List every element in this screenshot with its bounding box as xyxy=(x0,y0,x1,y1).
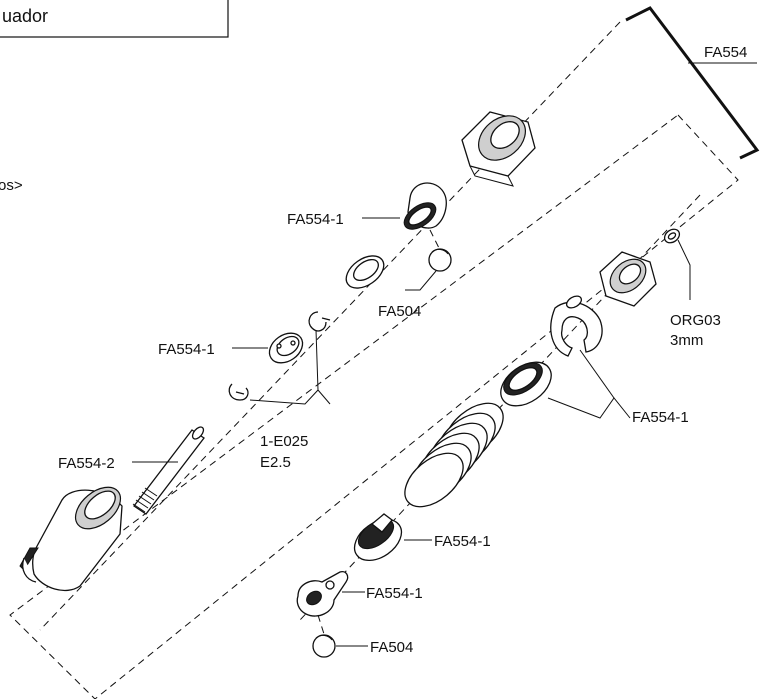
assembly-frame xyxy=(9,114,739,699)
shock-body xyxy=(19,486,123,591)
upper-cap: FA554-1 xyxy=(287,182,447,230)
leader-spring-parts xyxy=(547,397,631,419)
label-lower-retainer: FA554-1 xyxy=(434,533,491,550)
side-fragment-text: os> xyxy=(0,177,23,194)
label-rod-end: FA554-1 xyxy=(366,585,423,602)
label-upper-cap: FA554-1 xyxy=(287,211,344,228)
label-ball-upper: FA504 xyxy=(378,303,421,320)
spring-seat xyxy=(500,361,552,407)
label-shaft: FA554-2 xyxy=(58,455,115,472)
label-eclip-code: 1-E025 xyxy=(260,433,308,450)
axis-upper xyxy=(39,21,621,631)
lower-retainer: FA554-1 xyxy=(353,513,491,562)
top-bracket: FA554 xyxy=(625,6,760,160)
e-clips: 1-E025 E2.5 xyxy=(228,311,331,471)
spring xyxy=(404,402,504,508)
leader-clip xyxy=(579,349,615,399)
shaft: FA554-2 xyxy=(58,426,205,515)
lower-ball: FA504 xyxy=(312,614,413,658)
label-ball-lower: FA504 xyxy=(370,639,413,656)
upper-nut xyxy=(461,111,536,187)
c-clip xyxy=(550,295,603,357)
label-oring-code: ORG03 xyxy=(670,312,721,329)
rod-end: FA554-1 xyxy=(296,570,423,617)
label-oring-size: 3mm xyxy=(670,332,703,349)
header-box: uador xyxy=(0,0,229,38)
lower-nut xyxy=(599,251,657,307)
label-eclip-size: E2.5 xyxy=(260,454,291,471)
label-piston: FA554-1 xyxy=(158,341,215,358)
label-spring-parts: FA554-1 xyxy=(632,409,689,426)
header-box-text: uador xyxy=(2,6,48,26)
seal-ring xyxy=(345,255,385,289)
o-ring: ORG03 3mm xyxy=(663,228,721,349)
piston: FA554-1 xyxy=(158,332,304,364)
label-bracket-top: FA554 xyxy=(704,44,747,61)
leader-eclips xyxy=(249,329,319,405)
upper-ball: FA504 xyxy=(378,229,452,320)
